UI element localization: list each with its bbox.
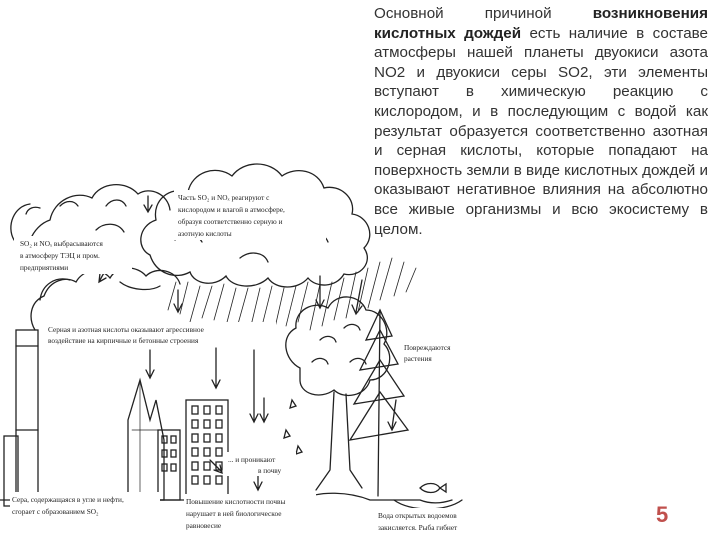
conifer-tree <box>348 308 410 497</box>
church <box>127 377 165 501</box>
chimney <box>3 329 39 507</box>
apartment-building <box>157 399 229 501</box>
description-part1: Основной причиной <box>374 5 593 22</box>
pond-with-fish <box>393 482 463 510</box>
sulfur-label: Сера, содержащаяся в угле и нефти,сгорае… <box>12 495 124 516</box>
deciduous-tree <box>283 296 391 491</box>
description-bold: возникновения кислотных дождей <box>374 5 708 42</box>
description-part2: есть наличие в составе атмосферы нашей п… <box>374 24 708 238</box>
rain-hatching <box>167 257 417 333</box>
buildings-label: Серная и азотная кислоты оказывают агрес… <box>48 325 204 345</box>
page-number: 5 <box>656 502 669 527</box>
description-text: Основной причиной возникновения кислотны… <box>374 4 708 239</box>
arrows <box>98 195 397 492</box>
